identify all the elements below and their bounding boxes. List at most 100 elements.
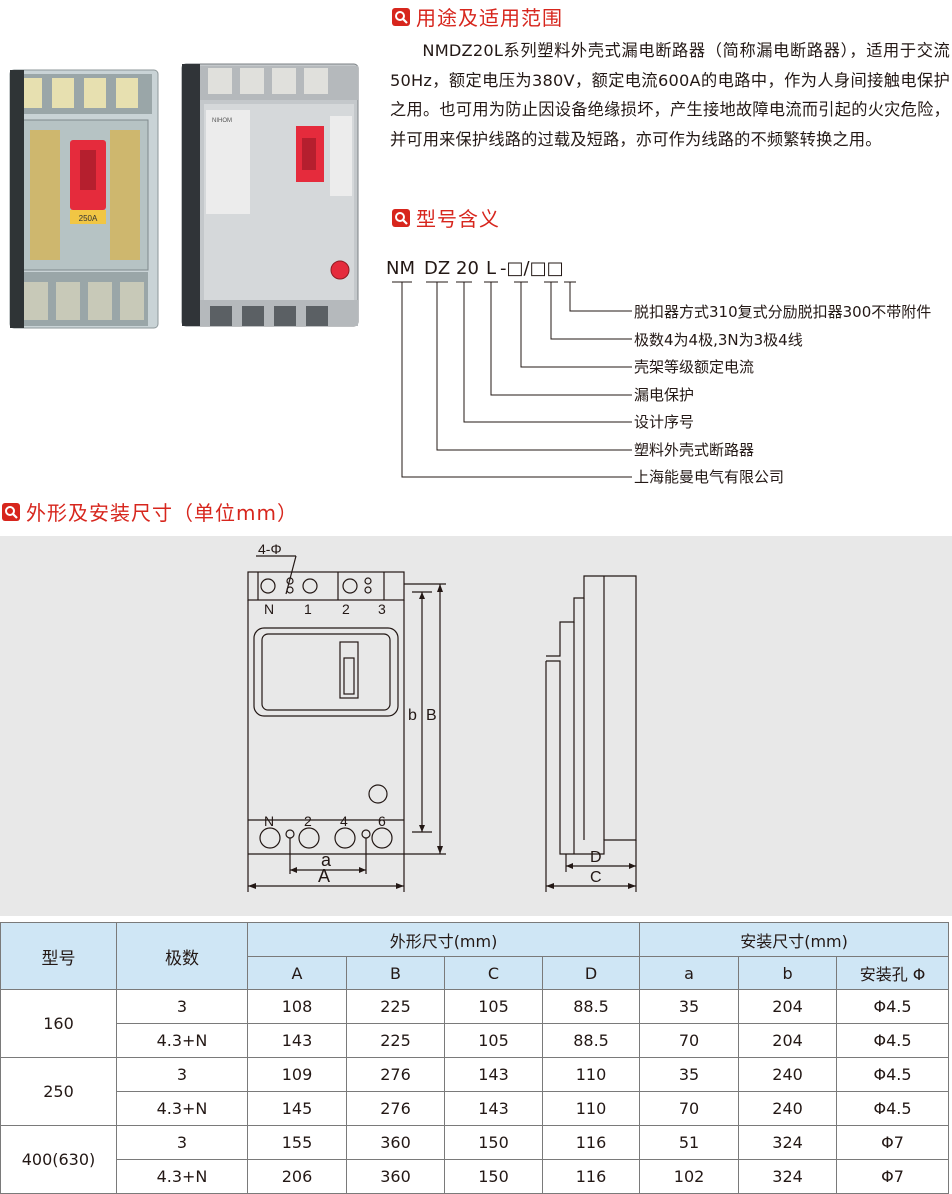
cell-poles: 4.3+N [116,1159,248,1194]
cell-a: 70 [639,1023,740,1058]
cell-C: 143 [444,1091,543,1126]
cell-poles: 3 [116,989,248,1024]
cell-b: 240 [738,1091,838,1126]
cell-a: 35 [639,989,740,1024]
cell-C: 150 [444,1159,543,1194]
cell-A: 108 [247,989,347,1024]
cell-poles: 3 [116,1125,248,1160]
label-bottom-term-n: N [264,813,274,829]
magnifier-icon [392,7,410,26]
cell-b: 324 [738,1159,838,1194]
svg-text:250A: 250A [79,214,98,223]
header-col-A: A [247,956,347,990]
label-dim-B: B [426,707,437,724]
cell-model: 400(630) [0,1125,117,1194]
header-poles: 极数 [116,922,248,990]
cell-poles: 4.3+N [116,1023,248,1058]
grey-breaker-photo: NIHOM [181,63,359,327]
cell-a: 70 [639,1091,740,1126]
cell-b: 204 [738,1023,838,1058]
cell-D: 88.5 [541,1023,641,1058]
header-col-C: C [444,956,543,990]
dimension-drawing-panel: 4-Φ N 1 2 3 N 2 4 6 a A b B D C [0,536,952,916]
cell-hole: Φ4.5 [836,989,950,1024]
model-meaning-5: 设计序号 [634,413,695,431]
table-row: 4.3+N 145 276 143 110 70 240 Φ4.5 [1,1091,950,1126]
model-code-leaders [392,281,632,478]
model-code-part-20: 20 [456,258,479,279]
cell-A: 206 [247,1159,347,1194]
cell-hole: Φ7 [836,1159,950,1194]
model-meaning-3: 壳架等级额定电流 [634,358,755,376]
model-meaning-1: 脱扣器方式310复式分励脱扣器300不带附件 [634,303,932,321]
cell-model: 160 [0,989,117,1058]
cell-model: 250 [0,1057,117,1126]
label-top-term-3: 3 [378,601,386,617]
cell-C: 143 [444,1057,543,1092]
label-dim-C: C [590,869,602,886]
cell-D: 110 [541,1091,641,1126]
section-usage-header: 用途及适用范围 [392,2,563,31]
label-bottom-term-4: 4 [340,813,348,829]
model-code-part-l: L [486,258,497,279]
transparent-breaker-photo: 250A [9,69,159,329]
cell-poles: 4.3+N [116,1091,248,1126]
header-col-a: a [639,956,740,990]
cell-b: 204 [738,989,838,1024]
header-col-B: B [346,956,445,990]
cell-hole: Φ4.5 [836,1091,950,1126]
model-code-part-boxes: -□/□□ [500,258,564,279]
label-bottom-term-6: 6 [378,813,386,829]
label-dim-A: A [318,866,330,886]
header-col-hole: 安装孔 Φ [836,956,950,990]
magnifier-icon [392,208,410,227]
cell-A: 145 [247,1091,347,1126]
cell-B: 360 [346,1125,445,1160]
cell-hole: Φ4.5 [836,1057,950,1092]
cell-D: 110 [541,1057,641,1092]
cell-B: 225 [346,1023,445,1058]
svg-text:NIHOM: NIHOM [212,118,232,124]
header-outline: 外形尺寸(mm) [246,922,641,957]
section-usage-title: 用途及适用范围 [416,6,563,30]
cell-A: 109 [247,1057,347,1092]
cell-B: 276 [346,1057,445,1092]
intro-text: NMDZ20L系列塑料外壳式漏电断路器（简称漏电断路器），适用于交流50Hz，额… [390,41,950,149]
label-dim-a: a [321,850,332,870]
model-meaning-4: 漏电保护 [634,386,695,404]
cell-A: 143 [247,1023,347,1058]
cell-hole: Φ4.5 [836,1023,950,1058]
model-code-part-nm: NM [386,258,415,279]
model-meaning-6: 塑料外壳式断路器 [634,441,755,459]
cell-B: 360 [346,1159,445,1194]
label-holes: 4-Φ [258,541,282,557]
header-model: 型号 [0,922,117,990]
model-meaning-7: 上海能曼电气有限公司 [634,468,785,486]
table-row: 250 3 109 276 143 110 35 240 Φ4.5 [0,1057,950,1126]
intro-paragraph: NMDZ20L系列塑料外壳式漏电断路器（简称漏电断路器），适用于交流50Hz，额… [390,36,950,154]
model-meaning-2: 极数4为4极,3N为3极4线 [634,331,803,349]
table-row: 400(630) 3 155 360 150 116 51 324 Φ7 [0,1125,950,1194]
label-bottom-term-2: 2 [304,813,312,829]
cell-D: 116 [541,1159,641,1194]
cell-B: 276 [346,1091,445,1126]
label-top-term-1: 1 [304,601,312,617]
product-photos: 250A NIHOM [9,63,359,329]
cell-C: 150 [444,1125,543,1160]
cell-b: 324 [738,1125,838,1160]
cell-C: 105 [444,989,543,1024]
table-row: 4.3+N 143 225 105 88.5 70 204 Φ4.5 [1,1023,950,1058]
label-dim-D: D [590,849,602,866]
header-col-b: b [738,956,838,990]
section-model-header: 型号含义 [392,203,500,232]
label-dim-b: b [408,707,417,724]
cell-a: 51 [639,1125,740,1160]
cell-a: 35 [639,1057,740,1092]
table-row: 160 3 108 225 105 88.5 35 204 Φ4.5 [0,989,950,1058]
dimension-drawing: 4-Φ N 1 2 3 N 2 4 6 a A b B D C [247,541,637,892]
label-top-term-2: 2 [342,601,350,617]
header-col-D: D [541,956,641,990]
spec-table: 型号 极数 外形尺寸(mm) 安装尺寸(mm) A B C D a b 安装孔 … [0,922,950,1194]
cell-A: 155 [247,1125,347,1160]
cell-b: 240 [738,1057,838,1092]
